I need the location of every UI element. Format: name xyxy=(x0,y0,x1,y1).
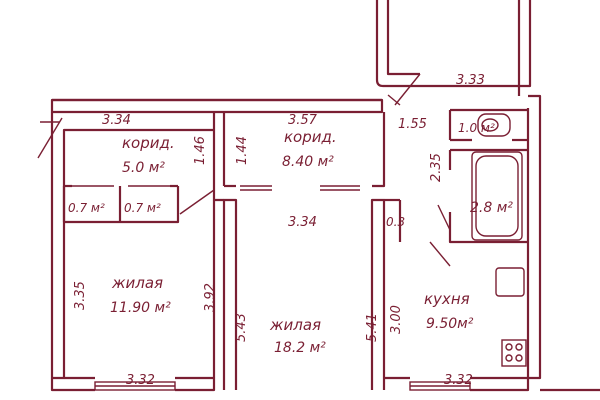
corridor-left-height: 1.46 xyxy=(193,136,208,165)
living-left-height-left: 3.35 xyxy=(73,281,88,310)
kitchen-sink xyxy=(495,267,525,297)
kitchen-width: 3.32 xyxy=(444,373,473,388)
corridor-mid-height: 1.44 xyxy=(235,136,250,165)
hall-right-depth: 1.55 xyxy=(398,117,427,132)
kitchen-area: 9.50м² xyxy=(426,316,474,332)
closet-2-area: 0.7 м² xyxy=(124,201,161,215)
kitchen-height: 3.00 xyxy=(389,305,404,334)
living-left-width: 3.32 xyxy=(126,373,155,388)
living-mid-area: 18.2 м² xyxy=(274,340,326,356)
kitchen-name: кухня xyxy=(424,290,470,308)
closet-1-area: 0.7 м² xyxy=(68,201,105,215)
hall-right-width: 3.33 xyxy=(456,73,485,88)
corridor-mid-area: 8.40 м² xyxy=(282,154,334,170)
living-left-area: 11.90 м² xyxy=(110,300,171,316)
corridor-left-width: 3.34 xyxy=(102,113,131,128)
corridor-left-area: 5.0 м² xyxy=(122,160,165,176)
toilet xyxy=(477,113,511,137)
corridor-left-name: корид. xyxy=(122,134,175,152)
living-mid-width: 3.34 xyxy=(288,215,317,230)
living-mid-height-left: 5.43 xyxy=(234,313,249,342)
kitchen-gap: 0.3 xyxy=(386,215,405,229)
living-mid-name: жилая xyxy=(269,316,321,334)
corridor-mid-width: 3.57 xyxy=(288,113,318,128)
corridor-mid-name: корид. xyxy=(284,128,337,146)
walls xyxy=(50,0,600,392)
living-left-height-right: 3.92 xyxy=(203,283,218,312)
living-left-name: жилая xyxy=(111,274,163,292)
wc-area: 1.0 м² xyxy=(458,121,495,135)
fixtures xyxy=(471,113,527,367)
bath-height: 2.35 xyxy=(429,153,444,182)
bath-area: 2.8 м² xyxy=(470,200,513,216)
bathtub xyxy=(471,151,523,241)
living-mid-height-right: 5.41 xyxy=(365,313,380,342)
stove xyxy=(501,339,527,367)
doors-windows xyxy=(37,73,471,391)
